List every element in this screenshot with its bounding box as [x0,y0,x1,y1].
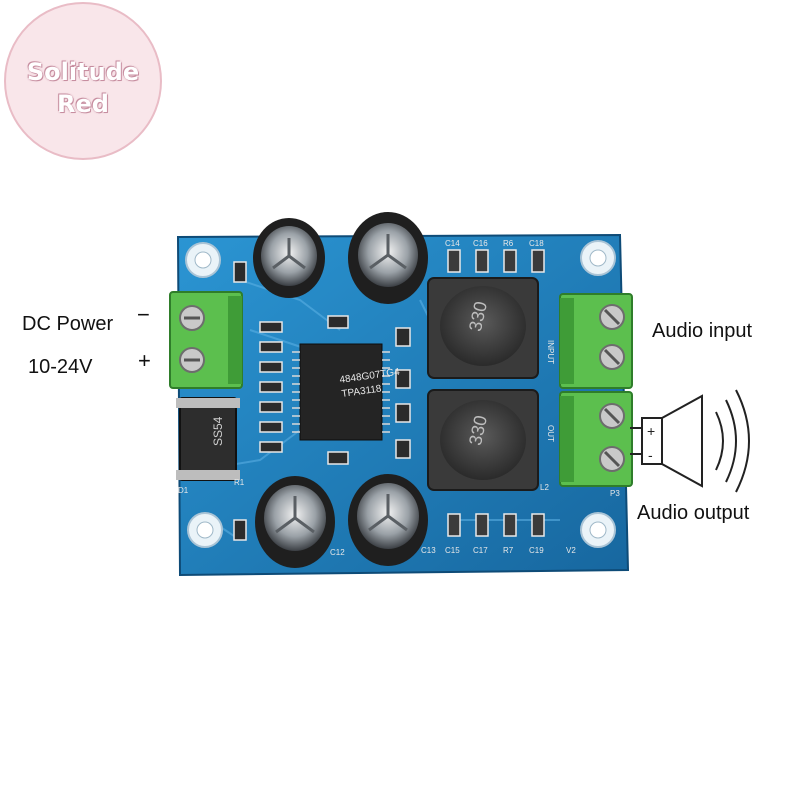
silk-label: C14 [445,239,460,248]
voltage-label: 10-24V [28,356,93,378]
silk-label: P3 [610,489,620,498]
audio-input-terminal-block [559,293,633,389]
mounting-hole [187,512,223,548]
silk-label: C16 [473,239,488,248]
silk-label: INPUT [546,340,555,364]
electrolytic-capacitor [348,474,428,566]
mounting-hole [580,240,616,276]
smd-capacitors-bottom [447,513,545,537]
mounting-hole [185,242,221,278]
silk-label: C19 [529,546,544,555]
silk-label: OUT [546,425,555,442]
silk-label: C18 [529,239,544,248]
svg-text:+: + [647,423,655,439]
silk-label: R6 [503,239,514,248]
silk-label: R7 [503,546,514,555]
svg-text:-: - [648,447,653,463]
silk-label: V2 [566,546,576,555]
minus-symbol: − [137,302,150,327]
electrolytic-capacitor [348,212,428,304]
watermark-line-1: Solitude [26,58,140,86]
silk-label: C12 [330,548,345,557]
diode-ss54 [176,397,240,481]
audio-output-terminal-block [559,391,633,487]
mounting-hole [580,512,616,548]
watermark-line-2: Red [57,90,109,118]
power-terminal-block [169,291,243,389]
silk-label: L2 [540,483,549,492]
plus-symbol: + [138,348,151,373]
inductor [427,389,539,491]
speaker-polarity-marks: + - [647,423,655,463]
dc-power-label: DC Power [22,313,114,335]
audio-input-label: Audio input [652,320,753,342]
smd-resistors [233,261,411,541]
amplifier-chip [292,343,390,441]
audio-output-label: Audio output [637,502,750,524]
silk-label: D1 [178,486,189,495]
silk-label: C13 [421,546,436,555]
watermark-logo: Solitude Red [4,2,162,160]
electrolytic-capacitor [255,476,335,568]
speaker-icon [630,389,750,493]
silk-label: C17 [473,546,488,555]
diode-marking: SS54 [211,416,225,446]
inductor [427,277,539,379]
silk-label: R1 [234,478,245,487]
electrolytic-capacitor [253,218,325,298]
smd-capacitors-top [447,249,545,273]
silk-label: C15 [445,546,460,555]
